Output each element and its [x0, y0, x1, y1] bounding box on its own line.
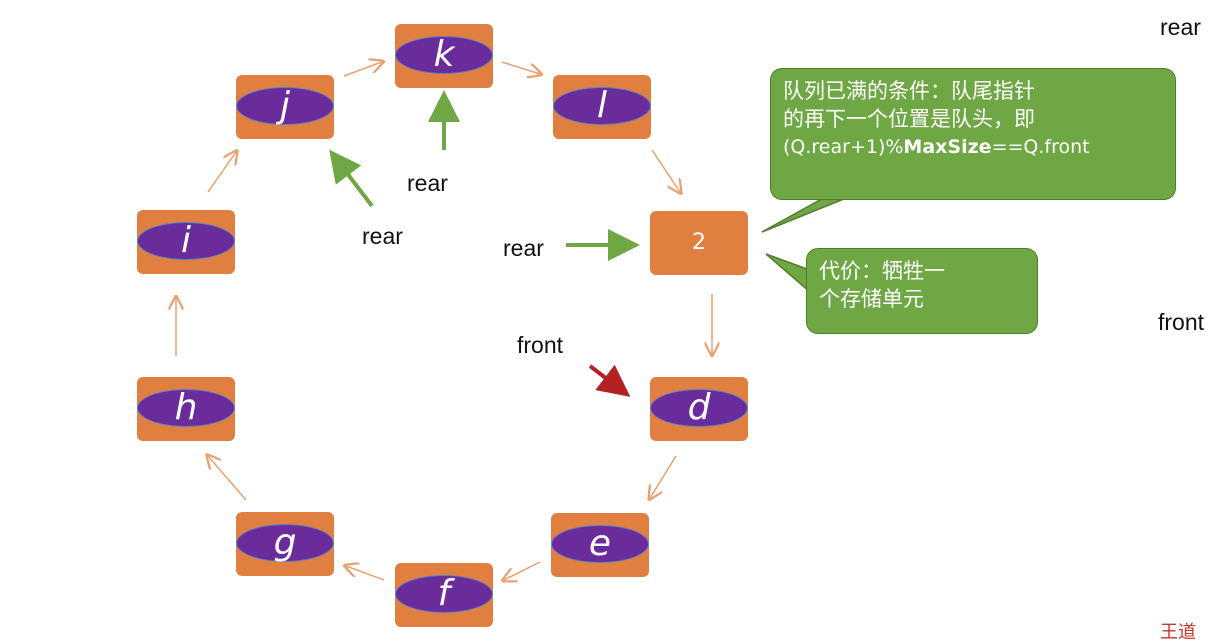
queue-slot-i: i: [137, 210, 235, 274]
element-label: j: [279, 85, 290, 126]
element-ellipse: [236, 524, 334, 562]
slot-index-label: 2: [692, 230, 706, 255]
cost-callout: 代价：牺牲一 个存储单元: [806, 248, 1038, 334]
element-ellipse: [137, 222, 235, 260]
front-arrow-to-d: [588, 364, 631, 397]
footer-brand-text: 王道: [1160, 622, 1196, 643]
queue-slot-j: j: [236, 75, 334, 139]
callout-full-line1: 队列已满的条件：队尾指针: [783, 79, 1035, 103]
cycle-arrow-l-2: [651, 149, 680, 192]
element-ellipse: [236, 87, 334, 125]
element-ellipse: [551, 525, 649, 563]
queue-slot-d: d: [650, 377, 748, 441]
rear-label-under-k: rear: [407, 170, 448, 196]
element-ellipse: [553, 87, 651, 125]
queue-slot-h: h: [137, 377, 235, 441]
queue-slot-f: f: [395, 563, 493, 627]
element-label: h: [174, 387, 198, 428]
element-ellipse: [395, 575, 493, 613]
queue-slot-g: g: [236, 512, 334, 576]
callout-cost-line1: 代价：牺牲一: [819, 259, 945, 283]
callout-cost-line2: 个存储单元: [819, 287, 924, 311]
element-label: l: [596, 85, 607, 126]
queue-slot-k: k: [395, 24, 493, 88]
rear-arrow-to-j: [329, 149, 374, 208]
cycle-arrow-i-j: [207, 152, 236, 193]
cycle-arrow-k-l: [501, 61, 540, 74]
front-label-near-d: front: [517, 332, 564, 358]
queue-full-condition-callout: 队列已满的条件：队尾指针 的再下一个位置是队头，即 (Q.rear+1)%Max…: [770, 68, 1176, 200]
cycle-arrow-e-f: [504, 561, 541, 580]
callout-cost-tail: [765, 253, 811, 294]
element-ellipse: [137, 389, 235, 427]
cycle-arrow-j-k: [343, 62, 382, 77]
element-label: g: [273, 522, 297, 563]
element-label: d: [687, 387, 711, 428]
formula-prefix: (Q.rear+1)%: [783, 136, 904, 158]
formula-suffix: ==Q.front: [991, 136, 1090, 158]
element-label: f: [437, 573, 451, 614]
element-ellipse: [395, 36, 493, 74]
rear-label-top-right: rear: [1160, 14, 1201, 40]
element-label: i: [180, 220, 191, 261]
element-label: k: [433, 34, 455, 75]
front-label-right-edge: front: [1158, 309, 1205, 335]
element-ellipse: [650, 389, 748, 427]
cycle-arrow-g-h: [208, 456, 247, 501]
formula-maxsize: MaxSize: [903, 136, 992, 158]
queue-slot-2: 2: [650, 211, 748, 275]
cycle-arrow-d-e: [650, 455, 677, 498]
callout-full-line3: (Q.rear+1)%MaxSize==Q.front: [783, 133, 1163, 161]
element-label: e: [588, 523, 612, 564]
rear-label-left-of-2: rear: [503, 235, 544, 261]
callout-full-line2: 的再下一个位置是队头，即: [783, 107, 1035, 131]
cycle-arrow-f-g: [346, 566, 385, 581]
queue-slot-e: e: [551, 513, 649, 577]
queue-slot-l: l: [553, 75, 651, 139]
rear-label-near-j: rear: [362, 223, 403, 249]
